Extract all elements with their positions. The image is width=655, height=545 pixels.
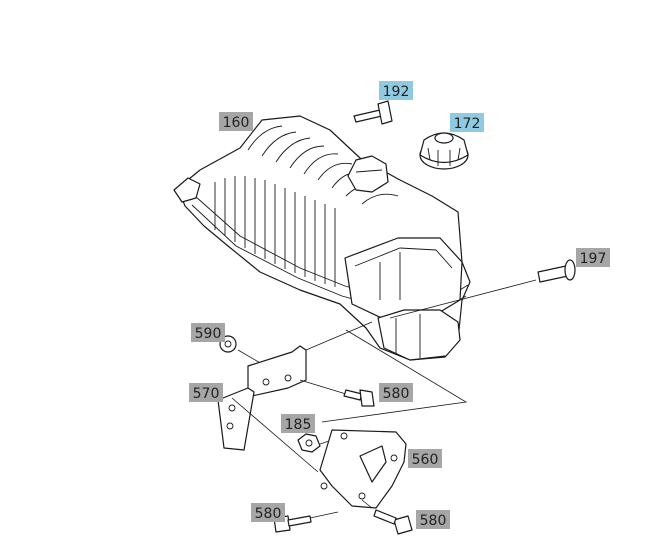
intake-manifold: [173, 115, 471, 361]
callout-580-middle-text: 580: [383, 386, 410, 402]
bolt-580-bottom-left: [273, 511, 339, 533]
bracket-560: [231, 397, 407, 509]
bolt-197: [389, 259, 576, 319]
callout-560-text: 560: [412, 452, 439, 468]
callout-570: 570: [189, 383, 223, 402]
callout-172-bg: [450, 113, 484, 132]
bolt-192: [353, 100, 393, 125]
callout-185-bg: [281, 414, 315, 433]
callout-580-middle-bg: [379, 383, 413, 402]
callout-160: 160: [219, 112, 253, 131]
callout-172: 172: [450, 113, 484, 132]
bolt-580-bottom-right: [361, 499, 413, 535]
callout-580-bottom-right-bg: [416, 510, 450, 529]
callout-570-text: 570: [193, 386, 220, 402]
callout-590: 590: [191, 323, 225, 342]
callout-172-text: 172: [454, 116, 481, 132]
callout-580-bottom-right: 580: [416, 510, 450, 529]
washer-590: [219, 335, 263, 365]
callout-197-bg: [576, 248, 610, 267]
callout-580-bottom-right-text: 580: [420, 513, 447, 529]
callout-590-bg: [191, 323, 225, 342]
callout-160-bg: [219, 112, 253, 131]
manifold-ribs: [214, 176, 336, 287]
bracket-570: [217, 345, 347, 451]
bolt-580-middle: [343, 389, 375, 407]
callout-580-bottom-left-bg: [251, 503, 285, 522]
callout-560-bg: [408, 449, 442, 468]
cap-172: [419, 132, 469, 170]
callout-197: 197: [576, 248, 610, 267]
callout-590-text: 590: [195, 326, 222, 342]
callout-197-text: 197: [580, 251, 607, 267]
callout-580-bottom-left-text: 580: [255, 506, 282, 522]
assembly-lines: [305, 321, 468, 423]
callout-192: 192: [379, 81, 413, 100]
callout-160-text: 160: [223, 115, 250, 131]
nut-185: [297, 433, 339, 453]
callout-185: 185: [281, 414, 315, 433]
callout-580-middle: 580: [379, 383, 413, 402]
callout-192-text: 192: [383, 84, 410, 100]
callout-560: 560: [408, 449, 442, 468]
callout-185-text: 185: [285, 417, 312, 433]
callout-580-bottom-left: 580: [251, 503, 285, 522]
callout-570-bg: [189, 383, 223, 402]
callout-192-bg: [379, 81, 413, 100]
